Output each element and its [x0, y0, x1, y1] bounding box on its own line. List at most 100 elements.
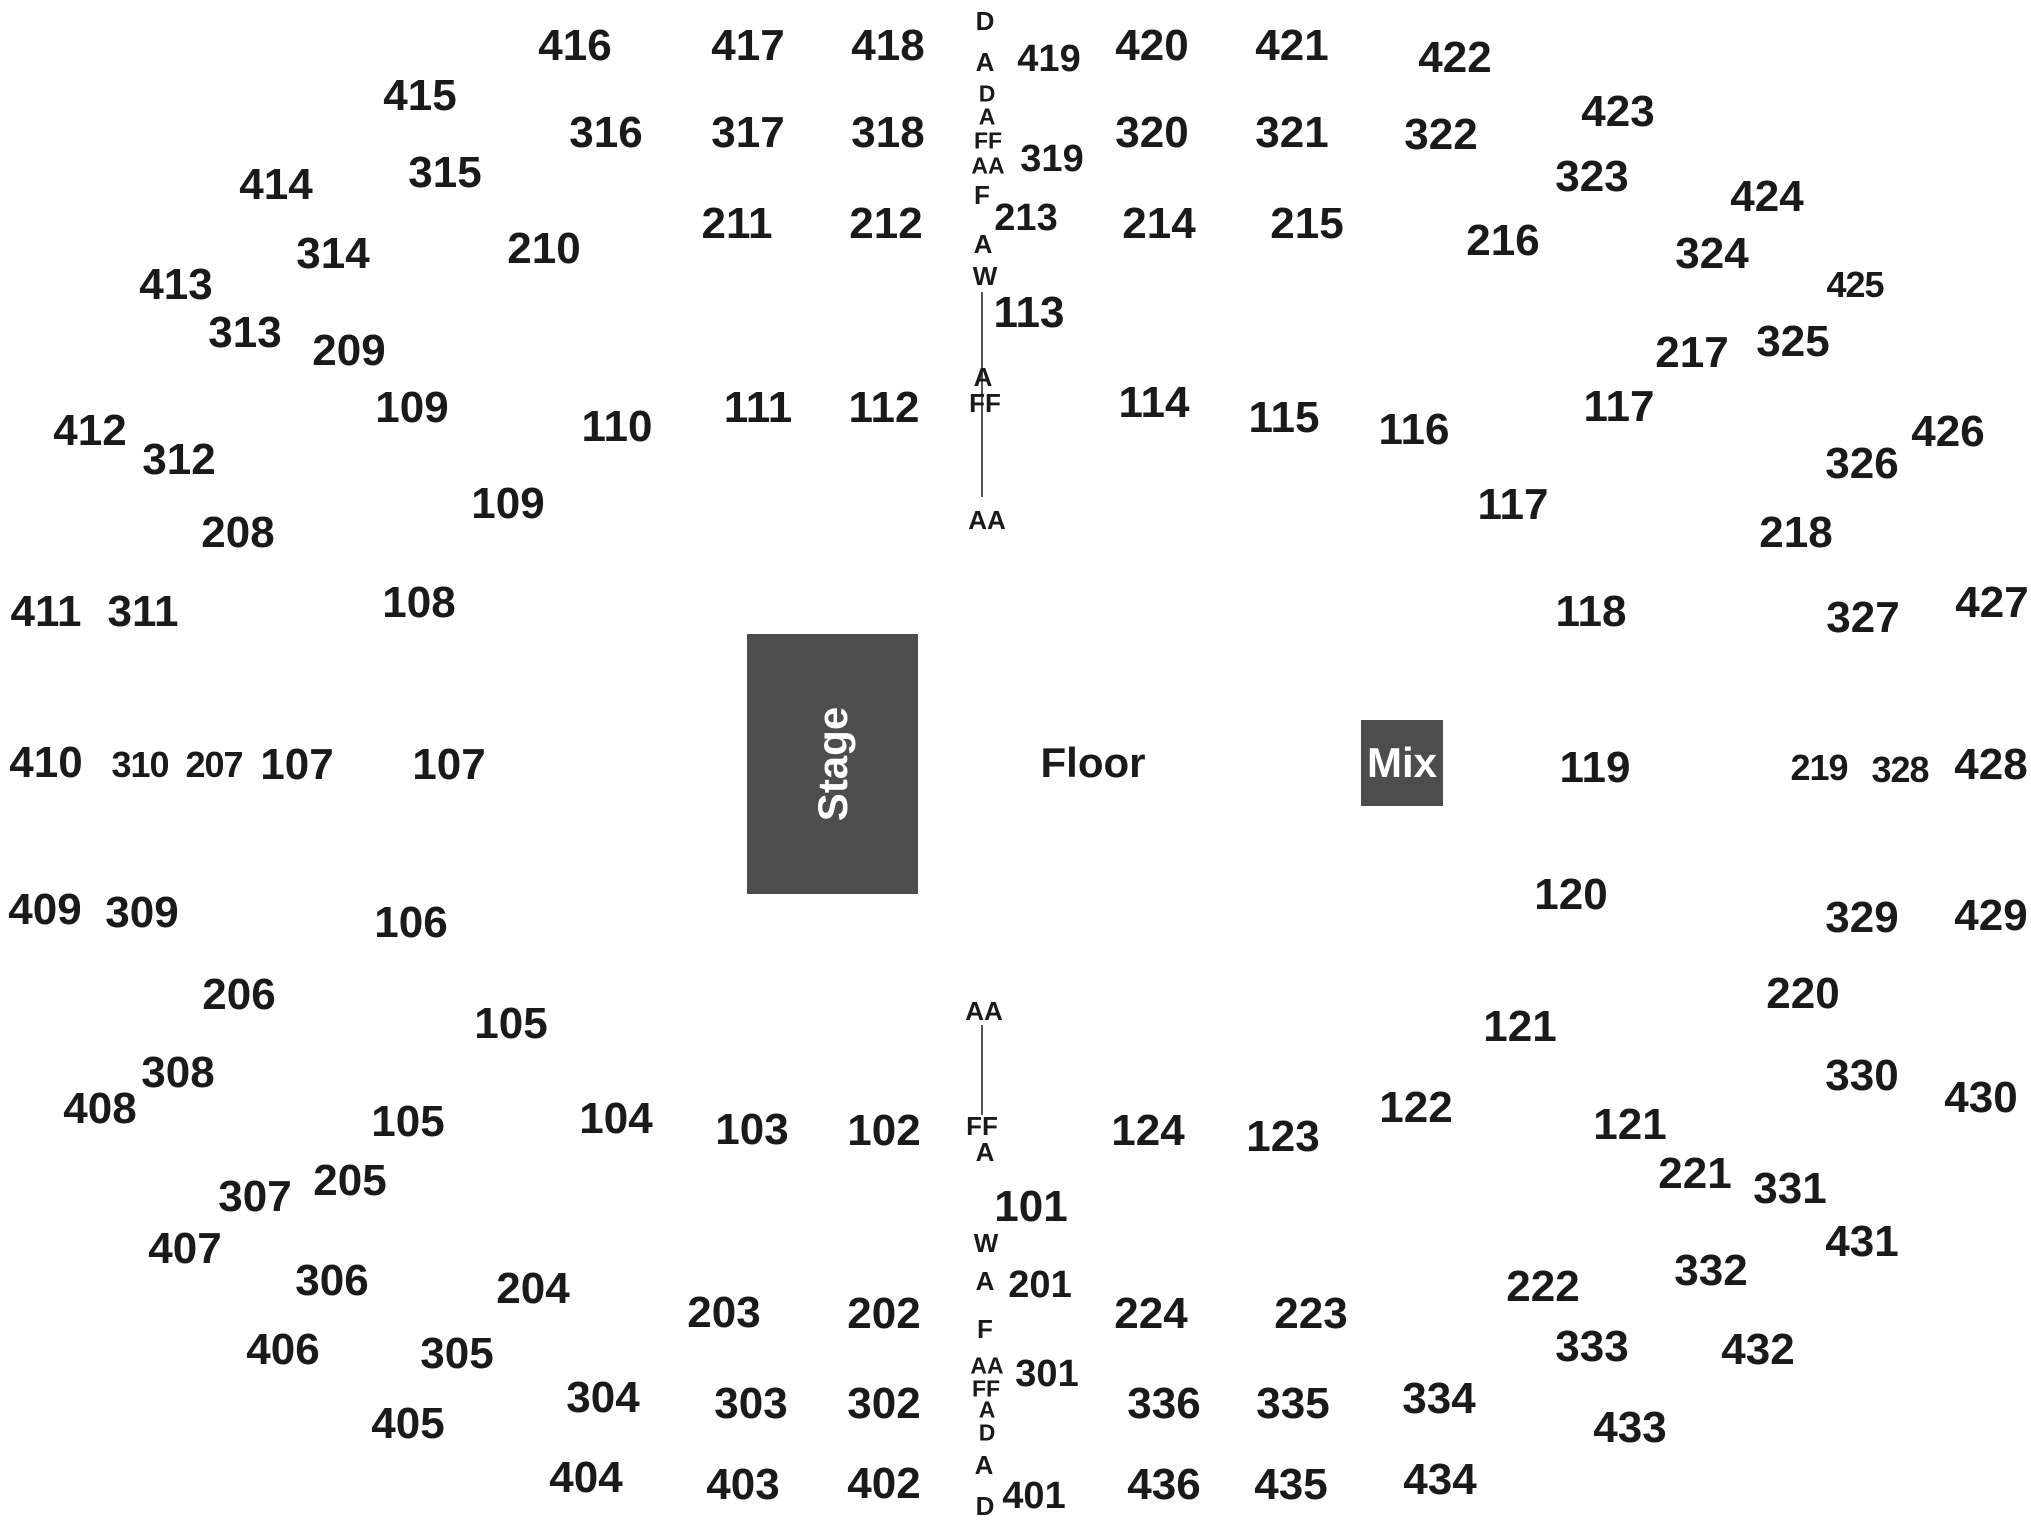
- section-label[interactable]: 217: [1655, 328, 1729, 377]
- section-label[interactable]: 429: [1954, 891, 2028, 940]
- section-label[interactable]: 334: [1402, 1374, 1476, 1423]
- section-label[interactable]: 403: [706, 1460, 780, 1509]
- section-label[interactable]: 321: [1255, 108, 1329, 157]
- section-label[interactable]: 413: [139, 260, 213, 309]
- section-label[interactable]: 109: [471, 479, 545, 528]
- section-label[interactable]: 424: [1730, 172, 1804, 221]
- section-label[interactable]: 204: [496, 1264, 570, 1313]
- section-label[interactable]: 208: [201, 508, 275, 557]
- section-label[interactable]: 425: [1826, 264, 1884, 305]
- section-label[interactable]: 415: [383, 71, 457, 120]
- section-label[interactable]: 122: [1379, 1083, 1453, 1132]
- section-label[interactable]: 211: [701, 199, 773, 248]
- section-label[interactable]: 303: [714, 1379, 788, 1428]
- section-label[interactable]: 311: [107, 587, 179, 636]
- section-label[interactable]: 105: [474, 999, 548, 1048]
- section-label[interactable]: 304: [566, 1373, 640, 1422]
- section-label[interactable]: 112: [848, 383, 920, 432]
- section-label[interactable]: 325: [1756, 317, 1830, 366]
- section-label[interactable]: 220: [1766, 969, 1840, 1018]
- section-label[interactable]: 307: [218, 1172, 292, 1221]
- section-label[interactable]: 313: [208, 308, 282, 357]
- section-label[interactable]: 332: [1674, 1246, 1748, 1295]
- section-label[interactable]: 310: [111, 744, 169, 785]
- mix-block[interactable]: Mix: [1361, 720, 1443, 806]
- section-label[interactable]: 120: [1534, 870, 1608, 919]
- section-label[interactable]: 410: [9, 738, 83, 787]
- section-label[interactable]: 102: [847, 1106, 921, 1155]
- section-label[interactable]: 402: [847, 1459, 921, 1508]
- section-label[interactable]: 224: [1114, 1289, 1188, 1338]
- section-label[interactable]: 436: [1127, 1460, 1201, 1509]
- section-label[interactable]: 422: [1418, 33, 1492, 82]
- section-label[interactable]: 117: [1583, 382, 1655, 431]
- section-label[interactable]: 215: [1270, 199, 1344, 248]
- section-label[interactable]: 207: [185, 744, 243, 785]
- section-label[interactable]: 103: [715, 1105, 789, 1154]
- section-label[interactable]: 121: [1483, 1002, 1557, 1051]
- section-label[interactable]: 210: [507, 224, 581, 273]
- section-label[interactable]: 328: [1871, 749, 1929, 790]
- section-label[interactable]: 203: [687, 1288, 761, 1337]
- section-label[interactable]: 423: [1581, 87, 1655, 136]
- section-label[interactable]: 330: [1825, 1051, 1899, 1100]
- section-label[interactable]: 323: [1555, 152, 1629, 201]
- section-label[interactable]: 320: [1115, 108, 1189, 157]
- section-label[interactable]: 312: [142, 435, 216, 484]
- section-label[interactable]: 431: [1825, 1217, 1899, 1266]
- section-label[interactable]: 435: [1254, 1460, 1328, 1509]
- section-label[interactable]: 316: [569, 108, 643, 157]
- section-label[interactable]: 206: [202, 970, 276, 1019]
- section-label[interactable]: 318: [851, 108, 925, 157]
- section-label[interactable]: 404: [549, 1453, 623, 1502]
- section-label[interactable]: 302: [847, 1379, 921, 1428]
- section-label[interactable]: 212: [849, 199, 923, 248]
- section-label[interactable]: 333: [1555, 1322, 1629, 1371]
- section-label[interactable]: 335: [1256, 1379, 1330, 1428]
- section-label[interactable]: 428: [1954, 740, 2028, 789]
- section-label[interactable]: 315: [408, 148, 482, 197]
- section-label[interactable]: 421: [1255, 21, 1329, 70]
- section-label[interactable]: 417: [711, 21, 785, 70]
- section-label[interactable]: 326: [1825, 439, 1899, 488]
- section-label[interactable]: 124: [1111, 1106, 1185, 1155]
- section-label[interactable]: 106: [374, 898, 448, 947]
- section-label[interactable]: 209: [312, 326, 386, 375]
- section-label[interactable]: 104: [579, 1094, 653, 1143]
- section-label[interactable]: 401: [1002, 1475, 1066, 1517]
- section-label[interactable]: 115: [1248, 393, 1320, 442]
- section-label[interactable]: 205: [313, 1156, 387, 1205]
- section-label[interactable]: 116: [1378, 405, 1450, 454]
- section-label[interactable]: 105: [371, 1097, 445, 1146]
- section-label[interactable]: 433: [1593, 1403, 1667, 1452]
- stage-block[interactable]: Stage: [747, 634, 918, 894]
- section-label[interactable]: 314: [296, 229, 370, 278]
- section-label[interactable]: 119: [1559, 743, 1631, 792]
- section-label[interactable]: 123: [1246, 1112, 1320, 1161]
- section-label[interactable]: 216: [1466, 216, 1540, 265]
- section-label[interactable]: 121: [1593, 1100, 1667, 1149]
- section-label[interactable]: 409: [8, 885, 82, 934]
- section-label[interactable]: 427: [1955, 578, 2029, 627]
- section-label[interactable]: 110: [581, 402, 653, 451]
- section-label[interactable]: 411: [10, 587, 82, 636]
- section-label[interactable]: 414: [239, 160, 313, 209]
- section-label[interactable]: 218: [1759, 508, 1833, 557]
- section-label[interactable]: 219: [1790, 747, 1848, 788]
- section-label[interactable]: 213: [994, 197, 1058, 239]
- section-label[interactable]: 308: [141, 1048, 215, 1097]
- section-label[interactable]: 317: [711, 108, 785, 157]
- section-label[interactable]: 432: [1721, 1325, 1795, 1374]
- section-label[interactable]: 322: [1404, 110, 1478, 159]
- section-label[interactable]: 221: [1658, 1149, 1732, 1198]
- section-label[interactable]: 101: [994, 1182, 1068, 1231]
- section-label[interactable]: 327: [1826, 593, 1900, 642]
- section-label[interactable]: 222: [1506, 1262, 1580, 1311]
- section-label[interactable]: 114: [1118, 378, 1190, 427]
- section-label[interactable]: 419: [1017, 38, 1081, 80]
- section-label[interactable]: 331: [1753, 1164, 1827, 1213]
- section-label[interactable]: 306: [295, 1256, 369, 1305]
- section-label[interactable]: 107: [260, 740, 334, 789]
- section-label[interactable]: 111: [723, 383, 793, 432]
- section-label[interactable]: 430: [1944, 1073, 2018, 1122]
